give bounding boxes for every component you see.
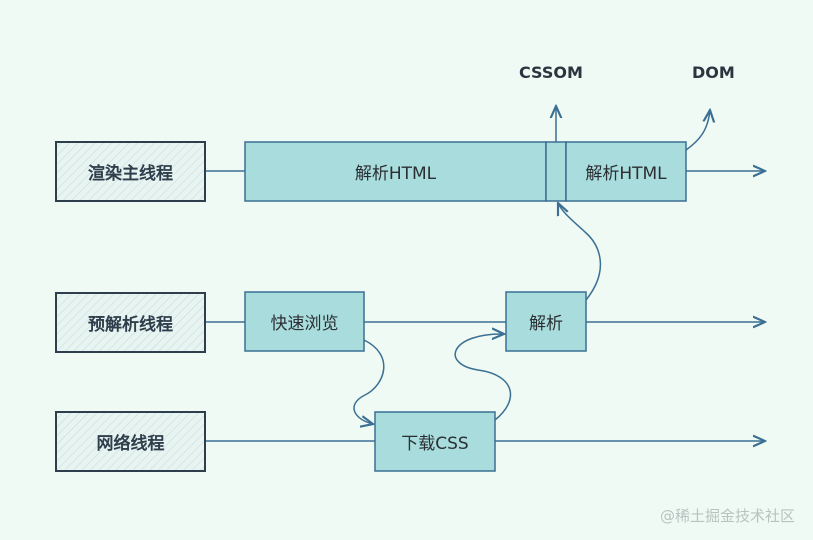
flow-arrows <box>353 106 710 424</box>
parse-html-box-2 <box>565 141 687 202</box>
parse-box <box>505 291 587 352</box>
preparse-thread-box <box>55 292 206 353</box>
arrow-download-to-parse <box>454 334 512 421</box>
download-css-box <box>374 411 496 472</box>
network-thread-box <box>55 411 206 472</box>
arrow-parse-to-parse-html <box>558 203 602 301</box>
thread-labels <box>55 141 206 472</box>
arrow-quickscan-to-download <box>353 339 385 424</box>
render-thread-box <box>55 141 206 202</box>
dom-label: DOM <box>692 63 735 82</box>
watermark: @稀土掘金技术社区 <box>659 507 795 525</box>
cssom-label: CSSOM <box>519 63 583 82</box>
parse-html-divider <box>545 141 567 202</box>
timelines <box>205 171 765 441</box>
parse-html-box-1 <box>244 141 547 202</box>
process-boxes <box>244 141 687 472</box>
arrow-to-dom <box>685 110 710 151</box>
quick-scan-box <box>244 291 365 352</box>
